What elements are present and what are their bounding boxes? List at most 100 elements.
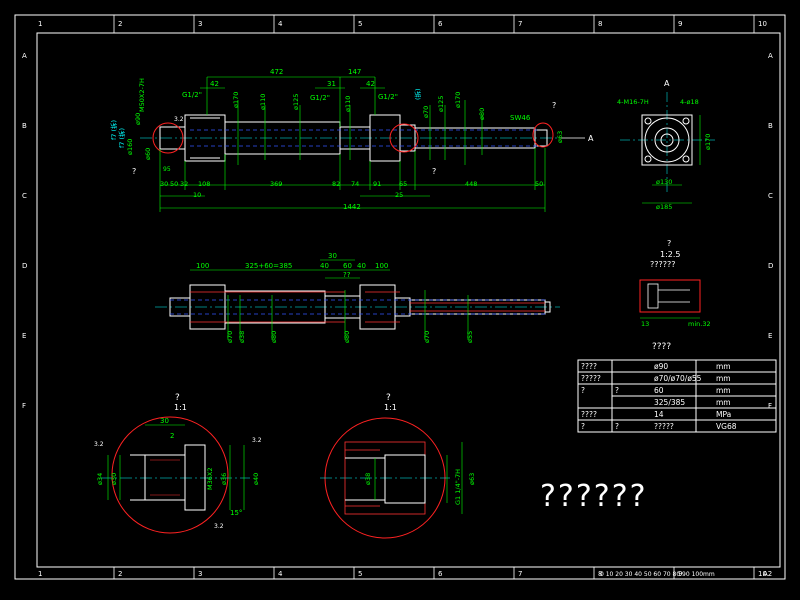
spec-cell: ø70/ø70/ø55 — [654, 374, 702, 383]
end-dia-130: ø130 — [656, 178, 672, 186]
small-detail-dim-min32: min.32 — [688, 320, 711, 328]
border-row-label: D — [22, 262, 27, 270]
dim-74: 74 — [351, 180, 359, 188]
fit-tag-2: f7 (拆) — [117, 128, 126, 148]
fit-tag-3: (拆) — [413, 88, 422, 100]
top-view: 472 147 42 31 42 G1/2" G1/2" G1/2" SW46 … — [109, 68, 594, 212]
dim-108: 108 — [198, 180, 210, 188]
spec-cell: ? — [581, 386, 585, 395]
dia-170a: ø170 — [232, 92, 240, 108]
border-col-label: 4 — [278, 20, 283, 28]
spec-cell: ø90 — [654, 362, 668, 371]
border-col-label: 3 — [198, 20, 202, 28]
small-detail: ? 1:2.5 ?????? 13 min.32 — [639, 239, 711, 328]
dim-31: 31 — [327, 80, 336, 88]
border-col-label: 8 — [598, 570, 602, 578]
spec-cell: ? — [615, 422, 619, 431]
hidden-rod — [190, 129, 540, 147]
small-detail-dim-13: 13 — [641, 320, 649, 328]
dia-170b: ø170 — [454, 92, 462, 108]
callout-q1: ? — [552, 101, 556, 110]
end-thread: 4-M16-7H — [617, 98, 649, 106]
border-col-label: 1 — [38, 570, 42, 578]
dl-dia-34: ø34 — [96, 473, 104, 485]
spec-cell: ????? — [654, 422, 674, 431]
section-view: 100 325+60=385 30 40 60 40 100 ?? ø70 ø3… — [155, 252, 560, 343]
end-view-title: A — [664, 79, 670, 88]
dim-25: 25 — [395, 191, 403, 199]
dim-472: 472 — [270, 68, 283, 76]
notes-title: ?????? — [540, 479, 648, 514]
border-row-label: B — [768, 122, 773, 130]
border-col-label: 8 — [598, 20, 602, 28]
port-label-1: G1/2" — [182, 91, 202, 99]
sec-dim-60: 60 — [343, 262, 352, 270]
drawing-frame — [14, 14, 786, 580]
spec-cell: mm — [716, 386, 731, 395]
spec-cell: VG68 — [716, 422, 737, 431]
small-detail-frame — [639, 279, 701, 313]
dl-dia-40: ø40 — [252, 473, 260, 485]
border-col-label: 2 — [118, 20, 122, 28]
sec-dim-q: ?? — [343, 271, 351, 279]
end-holes: 4-ø18 — [680, 98, 699, 106]
border-col-label: 2 — [118, 570, 122, 578]
end-dia-170: ø170 — [704, 134, 712, 150]
spec-cell: mm — [716, 362, 731, 371]
dim-42b: 42 — [366, 80, 375, 88]
cylinder-outline — [159, 114, 548, 162]
border-col-label: 9 — [678, 570, 682, 578]
border-col-label: 3 — [198, 570, 202, 578]
border-col-label: 4 — [278, 570, 283, 578]
dl-rough-1: 3.2 — [94, 441, 104, 448]
sec-dim-100a: 100 — [196, 262, 209, 270]
dim-30: 30 — [160, 180, 168, 188]
dia-160: ø160 — [126, 139, 134, 155]
dim-147: 147 — [348, 68, 361, 76]
border-row-label: E — [22, 332, 26, 340]
dr-dia-38: ø38 — [364, 473, 372, 485]
spec-table-title: ???? — [652, 342, 671, 352]
border-row-label: A — [22, 52, 27, 60]
spec-cell: ? — [581, 422, 585, 431]
detail-right: ? 1:1 ø38 G1 1/4"-7H ø63 — [320, 393, 476, 539]
port-label-3: G1/2" — [378, 93, 398, 101]
scale-text: 0 10 20 30 40 50 60 70 80 90 100mm — [600, 571, 715, 578]
wrench-size: SW46 — [510, 114, 531, 122]
detail-right-scale: 1:1 — [384, 403, 397, 412]
dl-angle: 15° — [230, 509, 242, 517]
dim-65: 65 — [399, 180, 407, 188]
dia-63: ø63 — [556, 131, 564, 143]
sec-dim-100b: 100 — [375, 262, 388, 270]
dia-90: ø90 — [134, 113, 142, 125]
sec-dia-80b: ø80 — [343, 331, 351, 343]
border-col-label: 7 — [518, 570, 522, 578]
detail-circle-right — [532, 122, 554, 148]
dl-dia-36: ø36 — [220, 473, 228, 485]
end-view: A 4-M16-7H 4-ø18 ø130 ø185 ø170 — [617, 79, 715, 211]
border-col-label: 7 — [518, 20, 522, 28]
border-col-label: 5 — [358, 20, 362, 28]
dim-448: 448 — [465, 180, 477, 188]
dim-1442: 1442 — [343, 203, 361, 211]
spec-cell: MPa — [716, 410, 731, 419]
section-label-a: A — [588, 134, 594, 143]
end-dia-185: ø185 — [656, 203, 672, 211]
border-row-label: C — [22, 192, 27, 200]
sec-dim-30: 30 — [328, 252, 337, 260]
dl-rough-3: 3.2 — [214, 523, 224, 530]
detail-left-circle — [111, 416, 229, 534]
flange-inner-circle — [654, 127, 680, 153]
detail-left-scale: 1:1 — [174, 403, 187, 412]
border-row-label: D — [768, 262, 773, 270]
dr-thread: G1 1/4"-7H — [454, 469, 462, 505]
dl-dim-2: 2 — [170, 432, 174, 440]
callout-q3: ? — [132, 167, 136, 176]
dim-95: 95 — [163, 166, 171, 173]
sheet-size: A2 — [763, 570, 772, 578]
callout-q2: ? — [432, 167, 436, 176]
spec-cell: 60 — [654, 386, 664, 395]
dim-10: 10 — [193, 191, 201, 199]
dim-369: 369 — [270, 180, 282, 188]
